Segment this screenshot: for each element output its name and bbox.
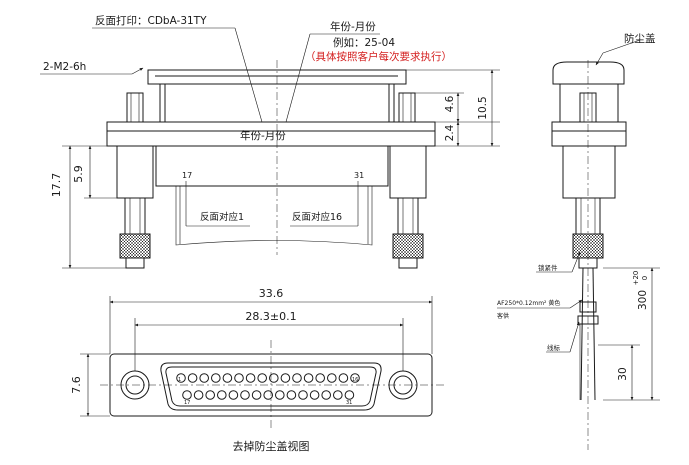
bottom-view-caption: 去掉防尘盖视图: [233, 439, 310, 453]
pin-hole: [315, 373, 326, 383]
pin-hole: [176, 373, 186, 383]
back-pin16-label: 反面对应16: [292, 211, 342, 223]
dim-height-total: 17.7: [50, 173, 63, 198]
pin-hole: [309, 390, 320, 400]
pin-hole: [303, 373, 314, 383]
wire-marker-label: 线标: [547, 343, 561, 352]
pin-hole: [257, 373, 268, 383]
pin-label-17: 17: [184, 400, 190, 406]
pin-hole: [344, 390, 355, 400]
pin-hole: [275, 390, 285, 400]
pin-hole: [217, 390, 227, 400]
pin-hole: [205, 390, 215, 400]
dim-tolerance-plus: +20: [632, 271, 640, 286]
right-post-shaft: [397, 197, 419, 235]
pin-hole: [263, 390, 274, 400]
pin-hole: [245, 373, 256, 383]
pin-hole: [338, 373, 349, 383]
dim-upper-b: 2.4: [444, 124, 456, 141]
pin-hole: [269, 373, 279, 383]
left-screw-head: [126, 92, 144, 123]
pin-hole: [292, 373, 302, 383]
dim-height: 7.6: [70, 376, 83, 394]
left-post: [116, 145, 154, 199]
dim-tolerance-zero: 0: [641, 276, 649, 280]
d-sub-shell-inner: [165, 366, 377, 407]
dim-overall-width: 33.6: [259, 287, 284, 300]
side-flange: [551, 121, 627, 147]
side-lower-body: [562, 145, 616, 199]
dim-length: 300: [637, 290, 649, 310]
pin-hole: [333, 390, 343, 400]
pin-label-31: 31: [346, 400, 352, 406]
wire-marker: [577, 315, 599, 325]
cable-right: [592, 267, 596, 401]
back-print-label: 反面打印：CDbA-31TY: [95, 14, 207, 27]
pin-insert: [175, 186, 373, 246]
thread-spec: 2-M2-6h: [43, 61, 86, 73]
side-view: 防尘盖 锁紧件 AF250*0.12mm² 黄色 客供: [497, 32, 660, 450]
pin-hole: [182, 390, 192, 400]
pin-hole: [234, 373, 244, 383]
front-view: 反面打印：CDbA-31TY 年份-月份 例如：25-04 （具体按照客户每次要…: [40, 14, 500, 269]
wire-supply-label: 客供: [497, 312, 509, 320]
pin-hole: [222, 373, 233, 383]
bottom-view: 1 16 17 31 33.6 28.3±0.1 7.6 去掉防尘盖视图: [70, 287, 445, 453]
pin-hole: [199, 373, 209, 383]
dim-marker: 30: [617, 367, 629, 380]
left-knurled-nut: [119, 233, 151, 269]
date-example-label: 例如：25-04: [333, 36, 395, 49]
pin-hole: [251, 390, 262, 400]
pin-hole: [187, 373, 198, 383]
dim-lower-section: 5.9: [72, 165, 85, 183]
d-sub-shell-outer: [160, 362, 382, 411]
pin-hole: [298, 390, 308, 400]
dim-upper-a: 4.6: [444, 95, 456, 112]
front-lower-body: [155, 145, 389, 187]
dim-upper-total: 10.5: [477, 96, 489, 119]
pin-hole: [228, 390, 239, 400]
customer-note: （具体按照客户每次要求执行）: [305, 50, 452, 63]
dim-mount-spacing: 28.3±0.1: [245, 310, 296, 323]
back-pin1-label: 反面对应1: [200, 211, 244, 223]
date-code-label: 年份-月份: [330, 20, 376, 33]
pin-hole: [286, 390, 297, 400]
pin-hole: [193, 390, 204, 400]
side-upper-body: [559, 83, 619, 123]
dust-cover-label: 防尘盖: [624, 32, 656, 45]
pin-hole: [327, 373, 337, 383]
pin-hole: [240, 390, 250, 400]
pin-label-1: 1: [178, 377, 181, 383]
right-knurled-nut: [392, 233, 424, 269]
side-dust-cover: [552, 61, 625, 85]
cable-left: [580, 267, 584, 401]
left-post-shaft: [124, 197, 146, 235]
pin-hole: [321, 390, 332, 400]
pin-hole: [211, 373, 221, 383]
body-date-label: 年份-月份: [240, 129, 286, 142]
right-post: [389, 145, 427, 199]
pin-31-label: 31: [354, 171, 364, 180]
front-shell-upper: [159, 84, 395, 122]
right-screw-head: [398, 92, 416, 123]
pin-hole: [350, 373, 360, 383]
pin-17-label: 17: [182, 171, 192, 180]
pin-label-16: 16: [352, 377, 358, 383]
locking-part-label: 锁紧件: [538, 263, 558, 272]
pin-hole: [280, 373, 291, 383]
pin-array: [176, 373, 360, 400]
wire-spec-label: AF250*0.12mm² 黄色: [497, 299, 560, 307]
